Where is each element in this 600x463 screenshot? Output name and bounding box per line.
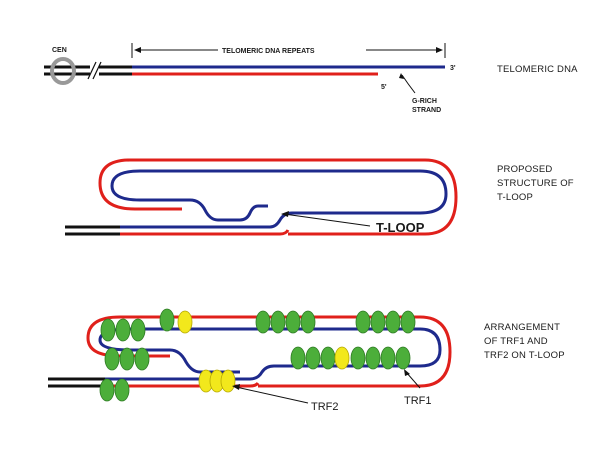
trf1-protein <box>130 318 146 342</box>
repeats-label: TELOMERIC DNA REPEATS <box>222 48 315 55</box>
trf1-arrowhead <box>404 369 410 376</box>
trf1-protein <box>365 346 381 370</box>
trf1-protein <box>119 347 135 371</box>
trf2-protein <box>177 310 193 334</box>
five-prime-label: 5' <box>381 84 387 91</box>
trf1-protein <box>380 346 396 370</box>
trf1-protein <box>114 378 130 402</box>
tloop-arrow <box>283 213 371 227</box>
range-arrowhead-right <box>436 47 443 53</box>
trf1-protein <box>115 318 131 342</box>
arrangement-title-3: TRF2 ON T-LOOP <box>484 350 565 361</box>
trf1-protein <box>159 308 175 332</box>
trf1-protein <box>305 346 321 370</box>
trf1-label: TRF1 <box>404 395 432 407</box>
panel-trf-arrangement: TRF2 TRF1 ARRANGEMENT OF TRF1 AND TRF2 O… <box>48 308 565 413</box>
tloop-arrowhead <box>281 211 289 217</box>
trf1-protein <box>350 346 366 370</box>
trf1-protein <box>395 346 411 370</box>
cen-label: CEN <box>52 47 67 54</box>
red-strand-loop <box>98 158 458 236</box>
trf1-protein <box>99 378 115 402</box>
red-strand-base <box>105 382 260 388</box>
proposed-title-1: PROPOSED <box>497 164 552 175</box>
g-rich-arrowhead <box>399 73 404 79</box>
break-mark <box>92 61 102 80</box>
proposed-title-2: STRUCTURE OF <box>497 178 574 189</box>
trf2-arrowhead <box>232 384 240 390</box>
panel-telomeric-dna: CEN TELOMERIC DNA REPEATS 3' 5' G-RICH S… <box>44 43 578 114</box>
g-rich-label-1: G-RICH <box>412 98 437 105</box>
trf1-protein <box>385 310 401 334</box>
centromere-circle <box>50 57 76 85</box>
blue-strand-loop <box>110 169 448 229</box>
break-mark <box>87 61 97 80</box>
g-rich-label-2: STRAND <box>412 107 441 114</box>
trf1-protein <box>400 310 416 334</box>
g-rich-arrow <box>401 74 416 94</box>
trf1-protein <box>104 347 120 371</box>
trf1-protein <box>355 310 371 334</box>
proposed-title-3: T-LOOP <box>497 192 533 203</box>
trf1-protein <box>320 346 336 370</box>
trf1-protein <box>255 310 271 334</box>
trf1-protein <box>134 347 150 371</box>
panel-tloop-structure: T-LOOP PROPOSED STRUCTURE OF T-LOOP <box>65 158 574 236</box>
trf2-label: TRF2 <box>311 401 339 413</box>
trf2-protein <box>220 369 236 393</box>
trf1-protein <box>300 310 316 334</box>
tloop-label: T-LOOP <box>376 220 425 235</box>
trf2-arrow <box>235 386 309 404</box>
range-arrowhead-left <box>134 47 141 53</box>
red-strand-base <box>120 229 290 236</box>
trf1-protein <box>270 310 286 334</box>
telomeric-dna-title: TELOMERIC DNA <box>497 64 578 75</box>
trf1-protein <box>285 310 301 334</box>
arrangement-title-2: OF TRF1 AND <box>484 336 548 347</box>
trf1-protein <box>100 318 116 342</box>
three-prime-label: 3' <box>450 65 456 72</box>
trf2-protein <box>334 346 350 370</box>
trf1-protein-group <box>99 308 416 402</box>
red-strand-loop <box>86 315 452 388</box>
trf1-protein <box>290 346 306 370</box>
trf2-protein-group <box>177 310 350 393</box>
arrangement-title-1: ARRANGEMENT <box>484 322 560 333</box>
trf1-protein <box>370 310 386 334</box>
